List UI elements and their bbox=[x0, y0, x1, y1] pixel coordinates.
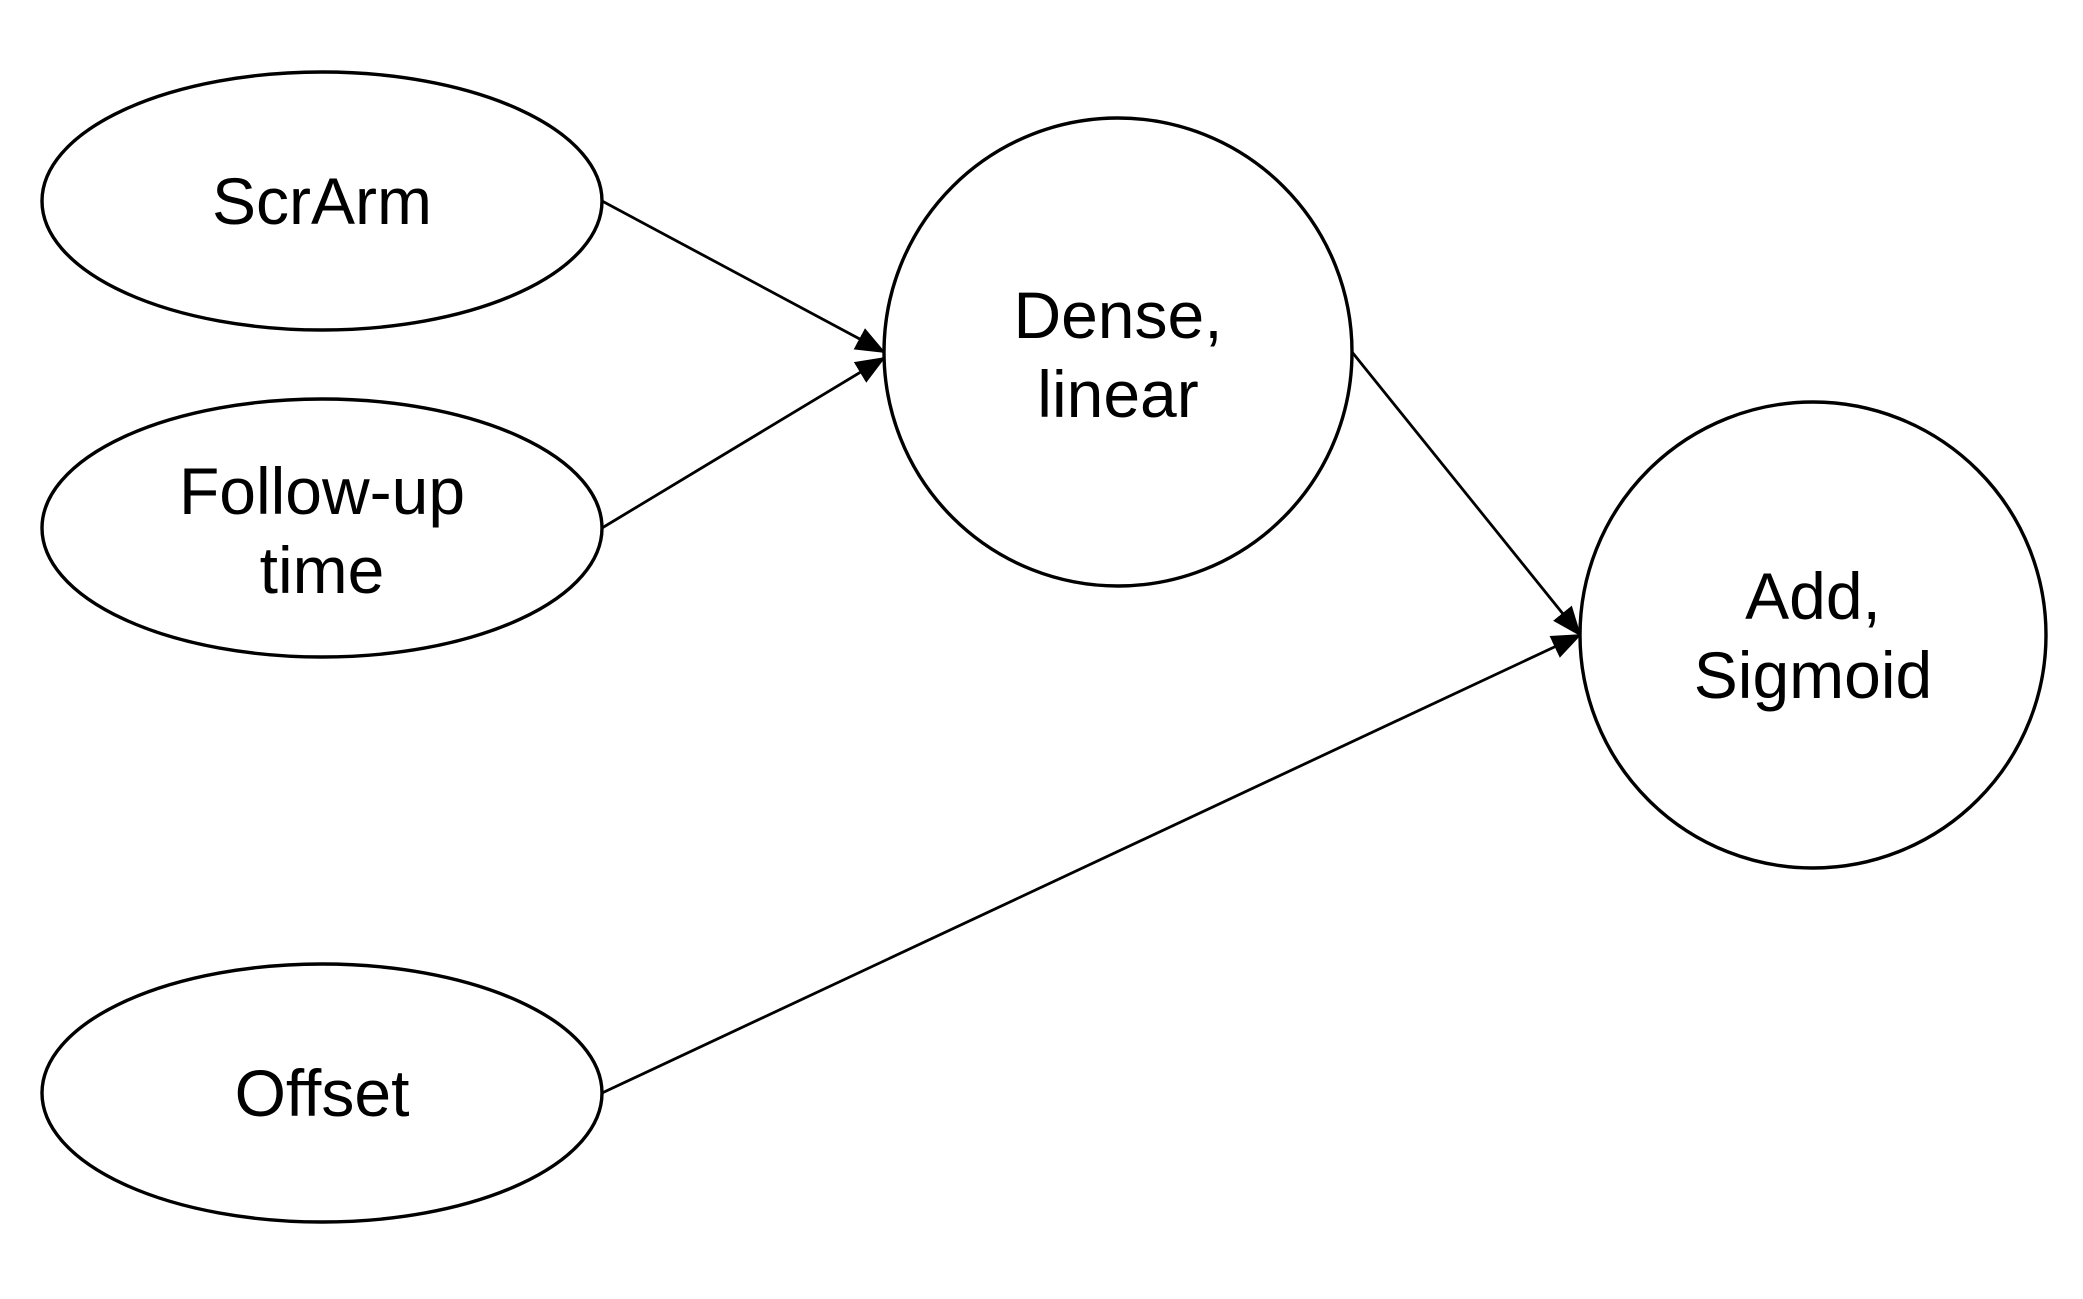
node-scrarm-label: ScrArm bbox=[212, 164, 432, 238]
node-followup-label-line1: Follow-up bbox=[179, 454, 465, 528]
edge-offset-to-add bbox=[601, 633, 1582, 1095]
node-offset: Offset bbox=[40, 962, 604, 1224]
node-followup: Follow-up time bbox=[40, 397, 604, 659]
node-dense-label-line2: linear bbox=[1037, 357, 1198, 431]
edges-layer bbox=[601, 199, 1582, 1095]
node-scrarm: ScrArm bbox=[40, 70, 604, 332]
node-add-label-line1: Add, bbox=[1745, 559, 1881, 633]
node-add-label-line2: Sigmoid bbox=[1694, 638, 1932, 712]
node-dense-shape bbox=[882, 116, 1354, 588]
node-offset-shape bbox=[40, 962, 604, 1224]
node-scrarm-shape bbox=[40, 70, 604, 332]
edge-dense-to-add bbox=[1350, 351, 1582, 637]
node-followup-shape bbox=[40, 397, 604, 659]
edge-scrarm-to-dense bbox=[601, 199, 886, 354]
node-dense-label-line1: Dense, bbox=[1013, 278, 1222, 352]
edge-followup-to-dense bbox=[601, 356, 886, 530]
nodes-layer: ScrArm Follow-up time Offset Dense, line… bbox=[40, 70, 2048, 1224]
node-add: Add, Sigmoid bbox=[1578, 400, 2048, 870]
node-dense: Dense, linear bbox=[882, 116, 1354, 588]
node-offset-label: Offset bbox=[235, 1056, 410, 1130]
node-followup-label-line2: time bbox=[260, 533, 385, 607]
node-add-shape bbox=[1578, 400, 2048, 870]
